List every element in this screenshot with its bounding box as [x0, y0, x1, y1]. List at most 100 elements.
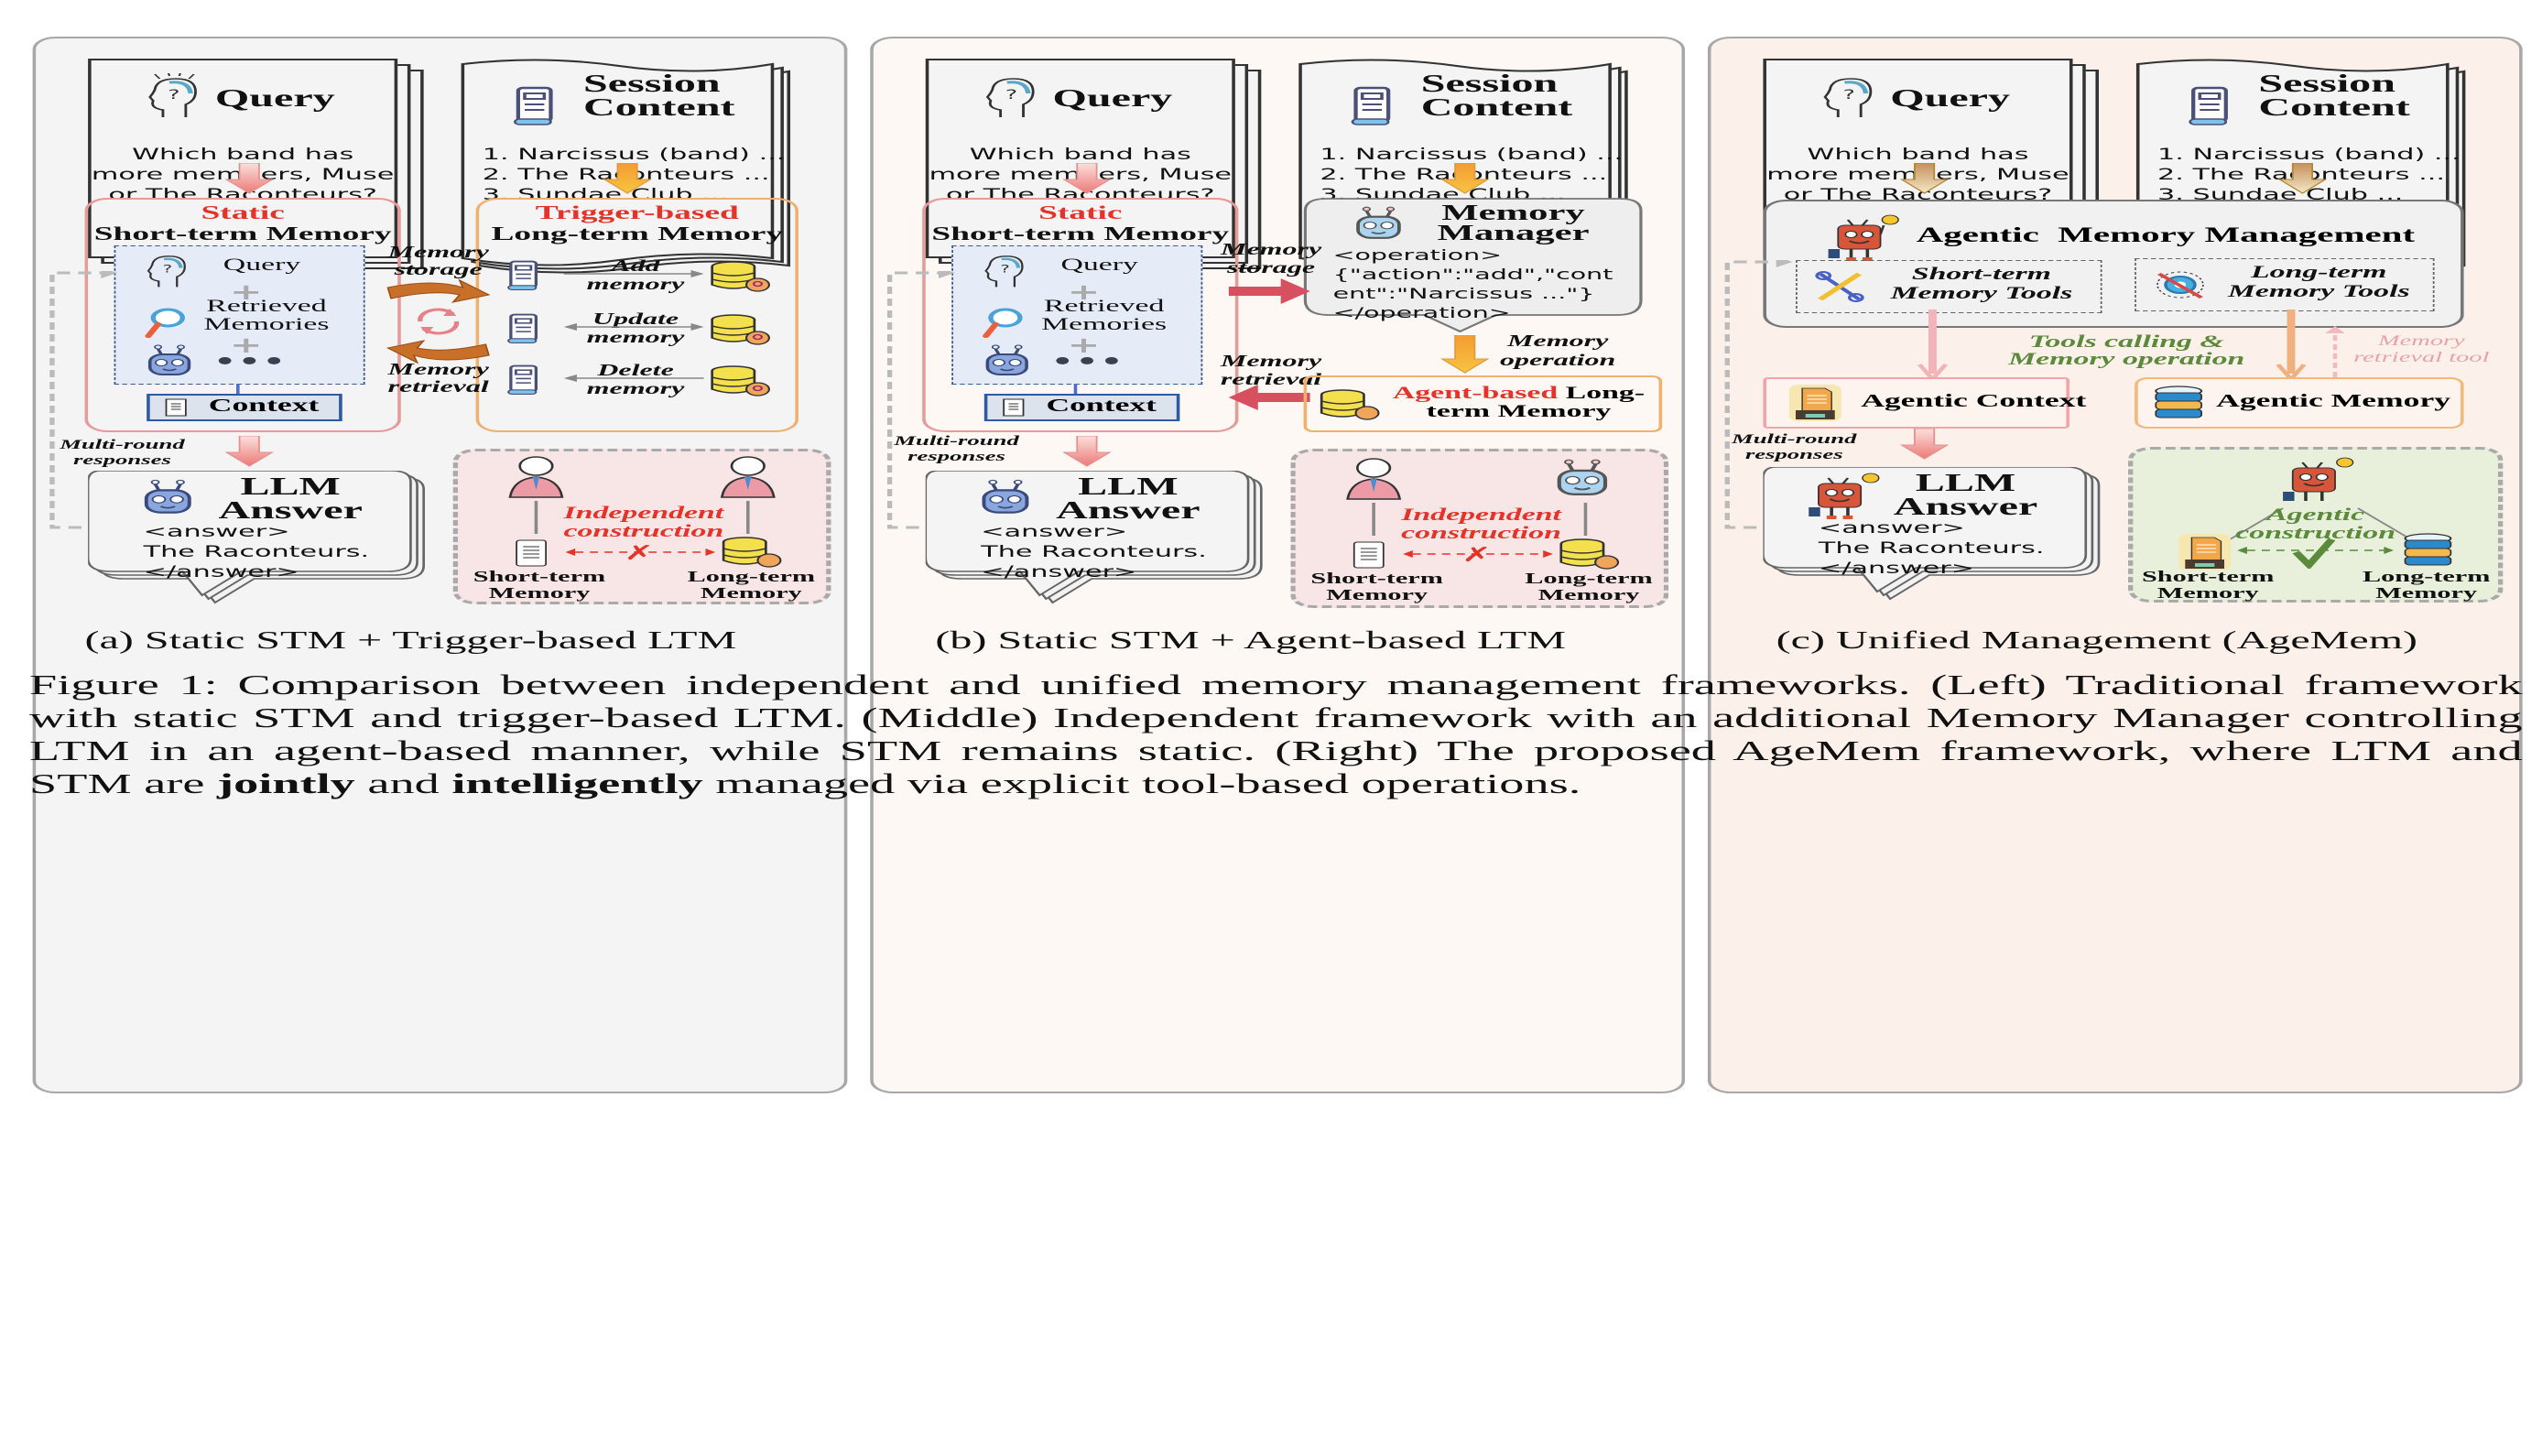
thinking-head-icon: ? — [983, 252, 1028, 293]
arrow-line — [1372, 503, 1375, 536]
text-line: memory — [586, 328, 685, 346]
robot-icon — [1557, 459, 1608, 495]
text-line: operation — [1500, 351, 1616, 369]
text-line: Multi-round — [60, 438, 185, 452]
stm-title: Short-term Memory — [93, 223, 392, 244]
caption-a: (a) Static STM + Trigger-based LTM — [84, 626, 737, 654]
tools-calling-label: Tools calling &Memory operation — [1972, 333, 2281, 368]
bidirectional-arrow-icon — [563, 323, 704, 331]
caption-text: and — [354, 768, 452, 799]
text-line: retrieval — [387, 377, 489, 396]
scroll-icon — [507, 260, 538, 291]
document-icon — [163, 398, 192, 421]
caption-b: (b) Static STM + Agent-based LTM — [935, 626, 1567, 654]
text-line: Memory — [2377, 333, 2465, 349]
text-line: Tools calling & — [2028, 332, 2224, 352]
svg-text:✗: ✗ — [625, 543, 655, 561]
query-line: or The Raconteurs? — [108, 186, 377, 204]
caption-bold: jointly — [217, 768, 355, 799]
text-line: responses — [907, 450, 1005, 464]
curved-right-arrow-icon — [386, 278, 491, 303]
agentic-context-label: Agentic Context — [1861, 391, 2087, 411]
agent-robot-icon — [2283, 457, 2354, 501]
ltm-title-line2: term Memory — [1426, 402, 1612, 421]
down-arrow-icon — [2276, 310, 2307, 379]
arrow-line — [1583, 503, 1587, 536]
svg-text:?: ? — [163, 263, 173, 275]
answer-text: <answer>The Raconteurs.</answer> — [981, 522, 1207, 582]
text-line: Memory — [1441, 201, 1585, 225]
text-line: Retrieved — [1043, 297, 1165, 316]
text-line: </answer> — [1818, 560, 1975, 578]
robot-icon — [136, 476, 199, 521]
text-line: responses — [73, 453, 171, 468]
ltm-qualifier: Trigger-based — [535, 201, 739, 223]
session-item: 1. Narcissus (band) ... — [2157, 146, 2461, 164]
text-line: Answer — [1056, 496, 1200, 524]
text-line: Independent — [563, 504, 724, 523]
session-title-line: Content — [2258, 93, 2410, 121]
session-item: 3. Sundae Club ... — [482, 186, 729, 204]
down-arrow-icon — [224, 163, 274, 194]
feedback-loop-arrow — [886, 271, 955, 529]
text-line: <answer> — [981, 523, 1128, 541]
database-icon — [711, 314, 770, 345]
down-arrow-icon — [224, 436, 274, 467]
left-arrow-icon — [1228, 385, 1310, 410]
text-line: Memory — [1537, 586, 1640, 603]
query-card: ? Query Which band has more members, Mus… — [88, 59, 398, 258]
text-line: Add — [611, 256, 660, 275]
down-arrow-icon — [1899, 429, 1950, 460]
left-arrow-icon — [563, 375, 704, 382]
stm-qualifier: Static — [1038, 201, 1123, 223]
svg-text:?: ? — [1000, 263, 1010, 275]
session-title-line: Content — [583, 93, 735, 121]
database-icon — [2404, 533, 2452, 566]
text-line: Memory — [1326, 586, 1429, 603]
text-line: Memory — [2156, 584, 2259, 602]
stm-item-query: Query — [223, 255, 301, 275]
person-icon — [508, 456, 564, 498]
text-line: ent":"Narcissus ..."} — [1332, 285, 1595, 302]
session-title: Session Content — [583, 71, 735, 121]
down-arrow-icon — [1917, 310, 1949, 379]
text-line: Short-term — [1310, 570, 1443, 587]
cross-link-icon: ✗ — [565, 543, 716, 561]
text-line: {"action":"add","cont — [1332, 266, 1613, 283]
text-line: construction — [1401, 524, 1561, 543]
database-icon — [711, 365, 770, 397]
down-arrow-icon — [1440, 335, 1490, 374]
document-icon — [1352, 541, 1385, 569]
text-line: Memory Tools — [1890, 284, 2073, 303]
refresh-cycle-icon — [418, 308, 460, 335]
context-box: Context — [983, 394, 1180, 421]
wrench-screwdriver-icon — [1815, 271, 1864, 302]
stm-box: Static Short-term Memory ? Query + Retri… — [84, 198, 401, 432]
text-line: Answer — [218, 496, 363, 524]
scroll-icon — [1349, 86, 1397, 131]
stm-item-query: Query — [1060, 255, 1138, 275]
text-line: Short-term — [1911, 265, 2051, 284]
text-line: retrieval — [1220, 370, 1322, 388]
caption-text: Figure 1: Comparison between independent… — [29, 669, 2523, 799]
down-arrow-icon — [1440, 163, 1490, 194]
gear-wrench-icon — [2156, 271, 2204, 299]
down-arrow-icon — [2277, 163, 2328, 194]
query-line: or The Raconteurs? — [946, 186, 1215, 204]
